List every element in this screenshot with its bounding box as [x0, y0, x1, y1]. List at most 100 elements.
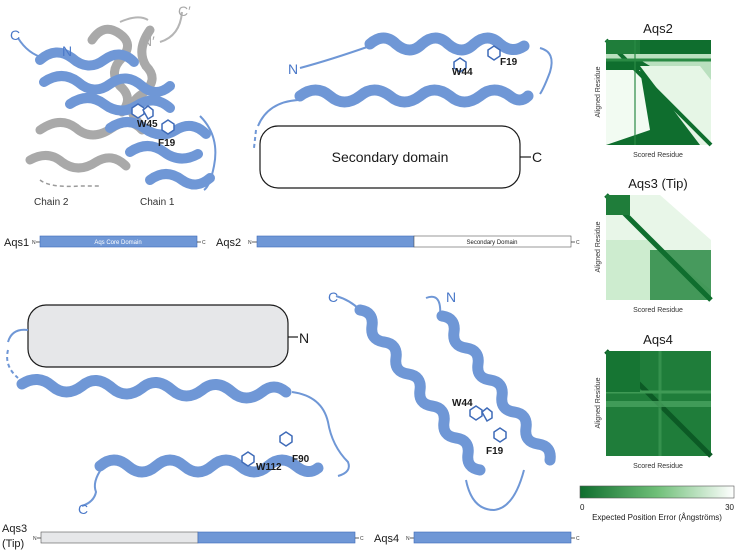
aqs1-n-term: N [62, 43, 72, 59]
aqs3-core-domain [197, 531, 356, 544]
aqs4-n-term: N [446, 289, 456, 305]
aqs1-n-prime: N′ [142, 33, 155, 49]
aqs2-secondary-domain-label: Secondary domain [332, 149, 449, 165]
w45-ring [131, 103, 145, 119]
aqs4-domain-bar: Aqs4 N C [374, 531, 580, 545]
aqs2-secondary-c: C [532, 149, 542, 165]
aqs2-bar-n: N [248, 240, 252, 246]
w44-ring-b [481, 407, 493, 423]
heatmap-aqs3-ylabel: Aligned Residue [595, 221, 602, 272]
grey-c-prime-tail [159, 11, 183, 43]
aqs4-helix-1 [354, 304, 486, 476]
aqs4-bar-label: Aqs4 [374, 533, 399, 545]
grey-helix-4 [25, 151, 131, 173]
colorbar-label: Expected Position Error (Ångströms) [592, 513, 722, 522]
aqs1-core-domain [39, 235, 198, 248]
heatmap-aqs2-xlabel: Scored Residue [633, 152, 683, 159]
aqs2-n-tail [299, 45, 371, 69]
blue-helix-3 [65, 93, 175, 116]
aqs1-chain1-label: Chain 1 [140, 197, 175, 208]
aqs4-core-domain [413, 531, 572, 544]
blue-helix-4 [105, 117, 211, 140]
f19-ring [487, 45, 501, 61]
grey-loop [119, 16, 149, 23]
blue-helix-6 [145, 169, 215, 190]
heatmap-aqs4-xlabel: Scored Residue [633, 463, 683, 470]
heatmap-aqs3-title: Aqs3 (Tip) [628, 176, 687, 191]
aqs3-structure: N W112 F90 C [6, 304, 350, 517]
aqs4-loop [465, 469, 525, 512]
aqs2-helix-top [364, 32, 530, 56]
heatmap-aqs2-ylabel: Aligned Residue [595, 66, 602, 117]
aqs4-bar-n: N [406, 536, 410, 542]
aqs4-structure: C N W44 F19 [328, 289, 556, 512]
aqs3-linker-top [7, 328, 29, 343]
f19-ring [493, 427, 507, 443]
aqs3-secondary-domain [40, 531, 199, 544]
aqs3-c-tail [81, 467, 103, 507]
w112-ring [241, 451, 255, 467]
aqs1-chain2-label: Chain 2 [34, 197, 69, 208]
heatmap-aqs4-ylabel: Aligned Residue [595, 377, 602, 428]
aqs4-n-tail [425, 295, 442, 317]
aqs3-dashed-linker [6, 349, 19, 379]
colorbar-gradient [579, 485, 735, 499]
aqs4-residue-f19: F19 [486, 446, 504, 457]
aqs2-domain-bar: Aqs2 N Secondary Domain C [216, 235, 580, 249]
aqs2-bar-c: C [576, 240, 580, 246]
aqs3-helix-bottom [94, 454, 324, 478]
aqs2-secondary-label: Secondary Domain [466, 240, 517, 246]
aqs3-residue-w112: W112 [256, 462, 282, 473]
aqs2-secondary-domain [413, 235, 572, 248]
blue-helix-1 [35, 47, 139, 71]
colorbar-max: 30 [725, 503, 734, 512]
w44-ring [453, 57, 467, 73]
aqs4-helix-2 [436, 310, 556, 466]
aqs1-structure: C N N′ C′ W45 F19 Chain 2 Chain 1 [10, 3, 217, 208]
aqs3-helix-top [16, 374, 292, 404]
w44-ring [469, 405, 483, 421]
aqs4-c-tail [335, 295, 361, 311]
aqs2-loop [539, 47, 553, 95]
aqs4-c-term: C [328, 289, 338, 305]
aqs2-residue-f19: F19 [500, 57, 518, 68]
aqs1-c-prime: C′ [178, 3, 191, 19]
blue-helix-5 [125, 141, 203, 164]
blue-helix-2 [39, 71, 175, 97]
aqs1-bar-c: C [202, 240, 206, 246]
aqs3-bar-c: C [360, 536, 364, 542]
aqs4-residue-w44: W44 [452, 398, 473, 409]
aqs1-domain-bar: Aqs1 N Aqs Core Domain C [4, 235, 206, 249]
grey-dashed-linker [39, 179, 100, 188]
aqs4-bar-c: C [576, 536, 580, 542]
aqs2-linker [257, 99, 299, 127]
aqs3-secondary-n: N [299, 330, 309, 346]
aqs3-bar-label-line1: Aqs3 [2, 523, 27, 535]
w45-ring-b [142, 105, 154, 121]
heatmap-aqs3: Aqs3 (Tip) Scored Residue Aligned Residu… [595, 176, 713, 314]
aqs3-bar-n: N [33, 536, 37, 542]
aqs2-residue-w44: W44 [452, 67, 473, 78]
aqs3-residue-f90: F90 [292, 454, 310, 465]
aqs2-helix-bottom [294, 84, 534, 108]
heatmap-aqs2-title: Aqs2 [643, 21, 673, 36]
colorbar-min: 0 [580, 503, 585, 512]
aqs1-residue-w45: W45 [137, 119, 158, 130]
heatmap-aqs3-xlabel: Scored Residue [633, 307, 683, 314]
aqs1-bar-label: Aqs1 [4, 237, 29, 249]
aqs2-core-domain [256, 235, 415, 248]
aqs1-core-label: Aqs Core Domain [94, 240, 141, 246]
aqs2-n-term: N [288, 61, 298, 77]
aqs3-bar-label-line2: (Tip) [2, 538, 24, 550]
aqs3-secondary-domain-box [27, 304, 289, 368]
aqs1-c-term: C [10, 27, 20, 43]
aqs3-domain-bar: Aqs3 (Tip) N C [2, 523, 364, 550]
heatmap-aqs4-title: Aqs4 [643, 332, 673, 347]
heatmap-aqs4: Aqs4 Scored Residue Aligned Residue [595, 332, 713, 470]
heatmap-aqs2: Aqs2 Scored Residue Aligned Residue [595, 21, 713, 159]
colorbar: 0 30 Expected Position Error (Ångströms) [579, 485, 735, 522]
aqs1-bar-n: N [32, 240, 36, 246]
aqs2-bar-label: Aqs2 [216, 237, 241, 249]
blue-c-tail [17, 37, 45, 59]
